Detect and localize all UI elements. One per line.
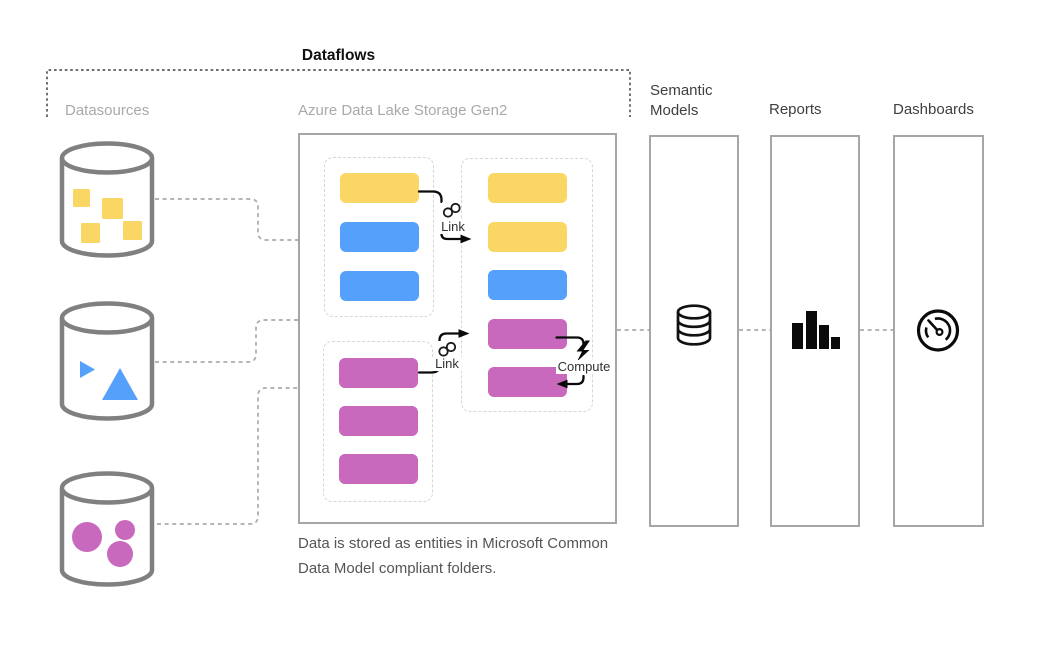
entity-pink [338, 406, 418, 436]
entity-yellow [487, 173, 567, 203]
database-cylinder-icon [59, 141, 155, 258]
linked-entities-group [461, 158, 593, 412]
connector-blue-source [155, 319, 298, 363]
semantic-models-box [649, 135, 739, 527]
dataflows-title: Dataflows [301, 47, 376, 64]
staging-entities-group-top [324, 157, 434, 317]
entity-blue [339, 222, 419, 252]
dashboards-box [893, 135, 984, 527]
dashboards-label: Dashboards [893, 101, 974, 118]
yellow-squares-shapes [73, 189, 142, 243]
connector-pink-source [157, 387, 298, 525]
reports-box [770, 135, 860, 527]
entity-blue [339, 271, 419, 301]
adls-gen2-label: Azure Data Lake Storage Gen2 [298, 102, 508, 119]
entity-pink [338, 454, 418, 484]
cdm-caption: Data is stored as entities in Microsoft … [298, 535, 609, 577]
database-cylinder-icon [59, 471, 155, 587]
datasources-label: Datasources [65, 102, 150, 119]
compute-label: Compute [556, 359, 612, 374]
connector-yellow-source [155, 198, 298, 241]
database-cylinder-icon [59, 301, 155, 421]
reports-label: Reports [769, 101, 822, 118]
entity-yellow [339, 173, 419, 203]
staging-entities-group-bottom [323, 341, 433, 502]
link-label-bottom: Link [430, 357, 464, 371]
entity-pink [487, 318, 567, 349]
blue-triangles-shapes [80, 361, 138, 400]
pink-circles-shapes [72, 520, 135, 567]
entity-pink [338, 358, 418, 388]
entity-pink [487, 367, 567, 397]
entity-blue [487, 270, 567, 300]
semantic-models-label: Semantic Models [650, 82, 713, 119]
entity-yellow [487, 221, 567, 252]
link-label-top: Link [436, 220, 470, 234]
